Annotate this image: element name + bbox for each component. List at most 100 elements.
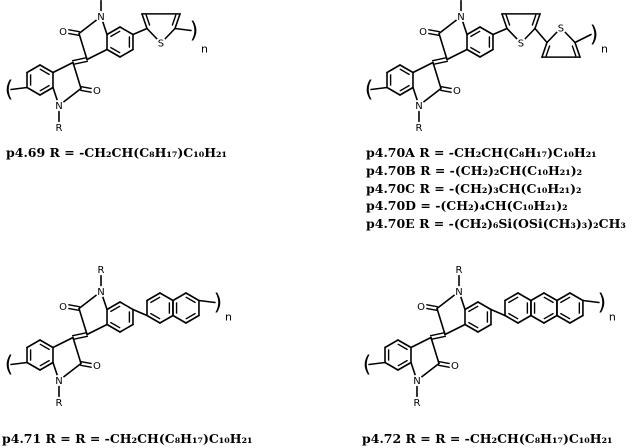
bond (198, 299, 216, 304)
bond (146, 314, 161, 324)
nitrogen-atom: N (415, 101, 422, 112)
bond (185, 296, 196, 304)
bond (541, 41, 548, 58)
bond (80, 361, 94, 365)
bond (410, 336, 432, 349)
bond (543, 312, 554, 320)
bond (464, 301, 479, 311)
r-group-atom: R (414, 398, 421, 409)
bond (477, 301, 492, 311)
bond (79, 364, 93, 368)
bond (399, 64, 414, 74)
bond (505, 14, 511, 26)
nitrogen-atom: N (413, 376, 420, 387)
bond (132, 308, 148, 317)
bond (436, 307, 446, 336)
nitrogen-atom-mask (413, 99, 425, 112)
oxygen-atom-mask (451, 84, 463, 97)
bond (479, 48, 494, 58)
bond (106, 323, 121, 333)
bond (437, 364, 451, 368)
bond (556, 314, 571, 324)
bond (171, 14, 177, 26)
bond (72, 61, 82, 90)
bond (172, 314, 187, 324)
bond (517, 292, 532, 302)
nitrogen-atom: N (455, 287, 462, 298)
bond (543, 314, 558, 324)
bond (574, 41, 581, 58)
bond (141, 13, 148, 30)
nitrogen-atom: N (457, 12, 464, 23)
bond (399, 84, 410, 92)
bond (384, 339, 399, 349)
bond (368, 361, 386, 366)
bond (26, 86, 41, 96)
bond (412, 61, 434, 74)
oxygen-atom: O (93, 86, 101, 97)
bond (86, 323, 108, 336)
r-group-atom: R (56, 123, 63, 134)
bond (399, 86, 414, 96)
bond (479, 26, 494, 36)
sulfur-atom-mask (155, 37, 167, 49)
bond (66, 32, 80, 36)
r-group-atom: R (98, 265, 105, 276)
bond (10, 86, 28, 91)
oxygen-atom-mask (415, 300, 427, 313)
sulfur-atom-mask (515, 37, 527, 49)
bond (517, 314, 532, 324)
r-group-atom: R (56, 398, 63, 409)
bond (446, 48, 468, 61)
bracket-left: ( (5, 353, 14, 378)
bond (543, 296, 554, 304)
bond (174, 13, 181, 30)
r-group-atom: R (98, 0, 105, 1)
bond (545, 45, 551, 57)
bond (569, 292, 584, 302)
bond (52, 61, 74, 74)
bond (490, 308, 506, 317)
bond (556, 292, 571, 302)
bond (432, 61, 442, 90)
bond (39, 361, 54, 371)
nitrogen-atom-mask (411, 374, 423, 387)
bond (72, 60, 89, 65)
bond (110, 305, 121, 313)
bond (430, 336, 440, 365)
bracket-right: ) (598, 291, 607, 316)
bond (397, 361, 412, 371)
bond (440, 86, 454, 90)
repeat-subscript: n (609, 311, 616, 324)
bond (39, 359, 50, 367)
sulfur-atom: S (558, 23, 564, 34)
bond (424, 307, 438, 311)
bond (146, 292, 161, 302)
bond (470, 46, 481, 54)
repeat-subscript: n (201, 43, 208, 56)
label-p4-72: p4.72 R = R = -CH₂CH(C₈H₁₇)C₁₀H₂₁ (362, 431, 613, 446)
bond (66, 307, 80, 311)
bond (110, 30, 121, 38)
r-group-atom-mask (453, 263, 465, 276)
bond (86, 48, 108, 61)
bond (470, 30, 481, 38)
bond (534, 13, 541, 30)
nitrogen-atom: N (97, 12, 104, 23)
bond (427, 29, 441, 33)
bond (132, 27, 148, 36)
bond (39, 343, 50, 351)
nitrogen-atom-mask (53, 99, 65, 112)
bond (71, 332, 88, 337)
bond (399, 68, 410, 76)
bond (150, 312, 161, 320)
oxygen-atom: O (93, 361, 101, 372)
bond (110, 46, 121, 54)
bond (39, 68, 50, 76)
bond (466, 26, 481, 36)
bond (466, 48, 481, 58)
oxygen-atom-mask (449, 359, 461, 372)
bond (397, 343, 408, 351)
